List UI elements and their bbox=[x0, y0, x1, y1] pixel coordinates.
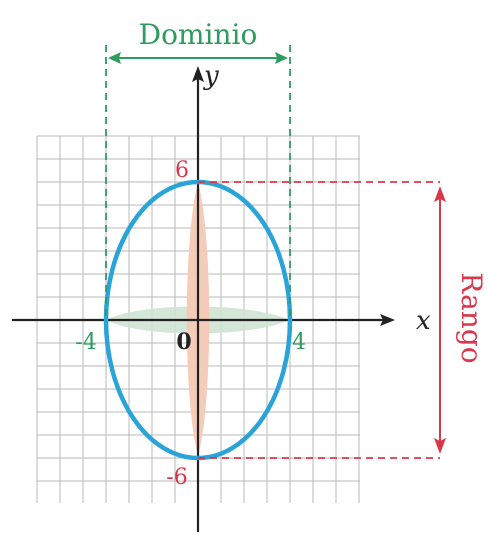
domain-arrow-left-head bbox=[108, 52, 121, 64]
y-tick-neg-6: -6 bbox=[166, 465, 187, 490]
y-axis-arrow bbox=[192, 66, 204, 82]
domain-arrow-right-head bbox=[275, 52, 288, 64]
x-tick-neg-4: -4 bbox=[75, 330, 96, 355]
origin-label: 0 bbox=[176, 329, 191, 355]
axes bbox=[12, 66, 395, 532]
y-tick-pos-6: 6 bbox=[175, 158, 189, 183]
domain-label: Dominio bbox=[139, 18, 258, 51]
range-label: Rango bbox=[455, 272, 488, 363]
x-axis-arrow bbox=[380, 314, 395, 326]
range-indicator: Rango bbox=[198, 181, 488, 459]
range-arrow-top-head bbox=[434, 186, 446, 202]
x-tick-pos-4: 4 bbox=[292, 330, 306, 355]
y-axis-label: y bbox=[203, 61, 219, 91]
range-arrow-bottom-head bbox=[434, 438, 446, 454]
domain-indicator: Dominio bbox=[105, 18, 291, 320]
x-axis-label: x bbox=[416, 306, 431, 336]
